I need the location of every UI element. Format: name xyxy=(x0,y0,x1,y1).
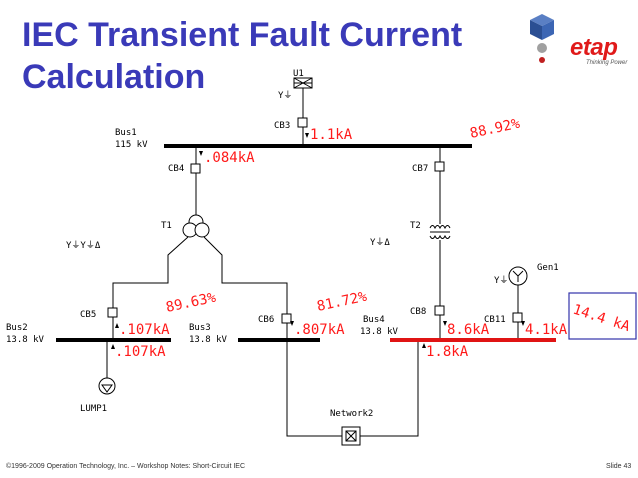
symbol-u1-wye: Y⏚ xyxy=(278,90,292,101)
label-cb3: CB3 xyxy=(274,121,290,131)
label-cb11: CB11 xyxy=(484,315,506,325)
symbol-t2-winding: Y⏚Δ xyxy=(370,237,390,248)
generator-gen1-icon xyxy=(508,266,528,286)
breaker-cb3 xyxy=(297,117,308,128)
label-cb6: CB6 xyxy=(258,315,274,325)
label-t1: T1 xyxy=(161,221,172,231)
page-title: IEC Transient Fault Current Calculation xyxy=(22,14,462,98)
logo-tagline: Thinking Power xyxy=(586,60,628,66)
label-bus3-kv: 13.8 kV xyxy=(189,335,228,345)
label-lump1: LUMP1 xyxy=(80,404,107,414)
transformer-t1-icon xyxy=(182,214,210,238)
arrow-cb6 xyxy=(290,321,294,326)
label-cb5: CB5 xyxy=(80,310,96,320)
arrow-cb11 xyxy=(521,321,525,326)
transformer-t2-icon xyxy=(429,225,451,239)
label-network2: Network2 xyxy=(330,409,373,419)
total-fault-highlight xyxy=(568,292,637,340)
value-cb5-pct: 89.63% xyxy=(165,290,218,316)
value-bus1-voltage: 88.92% xyxy=(469,116,522,142)
value-cb3-current: 1.1kA xyxy=(310,127,353,143)
footer-copyright: ©1996-2009 Operation Technology, Inc. – … xyxy=(6,463,246,470)
label-u1: U1 xyxy=(293,69,304,79)
value-cb6-pct: 81.72% xyxy=(316,289,369,315)
breaker-cb6 xyxy=(281,313,292,324)
value-total-fault-current: 14.4 kA xyxy=(571,302,633,336)
etap-cube-icon xyxy=(530,14,554,63)
arrow-cb8 xyxy=(443,321,447,326)
value-lump1-current: .107kA xyxy=(115,344,166,360)
symbol-t1-winding: Y⏚Y⏚Δ xyxy=(66,240,101,251)
value-cb8-current: 8.6kA xyxy=(447,322,490,338)
label-bus1: Bus1 xyxy=(115,128,137,138)
utility-u1-icon xyxy=(293,77,313,89)
breaker-cb5 xyxy=(107,307,118,318)
label-bus2-kv: 13.8 kV xyxy=(6,335,45,345)
value-cb11-current: 4.1kA xyxy=(525,322,568,338)
value-cb6-current: .807kA xyxy=(294,322,345,338)
arrow-cb4 xyxy=(199,151,203,156)
value-network-current: 1.8kA xyxy=(426,344,469,360)
label-bus3: Bus3 xyxy=(189,323,211,333)
label-cb8: CB8 xyxy=(410,307,426,317)
symbol-gen1-wye: Y⏚ xyxy=(494,275,508,286)
label-cb4: CB4 xyxy=(168,164,184,174)
breaker-cb7 xyxy=(434,161,445,172)
network2-icon xyxy=(341,426,361,446)
label-bus2: Bus2 xyxy=(6,323,28,333)
arrow-network xyxy=(422,343,426,348)
title-line-1: IEC Transient Fault Current xyxy=(22,16,463,54)
label-cb7: CB7 xyxy=(412,164,428,174)
breaker-cb11 xyxy=(512,312,523,323)
label-t2: T2 xyxy=(410,221,421,231)
load-lump1-icon xyxy=(98,377,116,395)
label-gen1: Gen1 xyxy=(537,263,559,273)
slide-number: Slide 43 xyxy=(606,463,632,470)
arrow-lump1 xyxy=(111,344,115,349)
value-cb5-current: .107kA xyxy=(119,322,170,338)
value-cb4-current: .084kA xyxy=(204,150,255,166)
arrow-cb5 xyxy=(115,323,119,328)
breaker-cb8 xyxy=(434,305,445,316)
breaker-cb4 xyxy=(190,163,201,174)
etap-logo: etap Thinking Power xyxy=(530,10,630,70)
label-bus1-kv: 115 kV xyxy=(115,140,148,150)
arrow-cb3 xyxy=(305,133,309,138)
logo-word: etap xyxy=(570,34,618,61)
label-bus4-kv: 13.8 kV xyxy=(360,327,399,337)
label-bus4: Bus4 xyxy=(363,315,385,325)
title-line-2: Calculation xyxy=(22,58,206,96)
